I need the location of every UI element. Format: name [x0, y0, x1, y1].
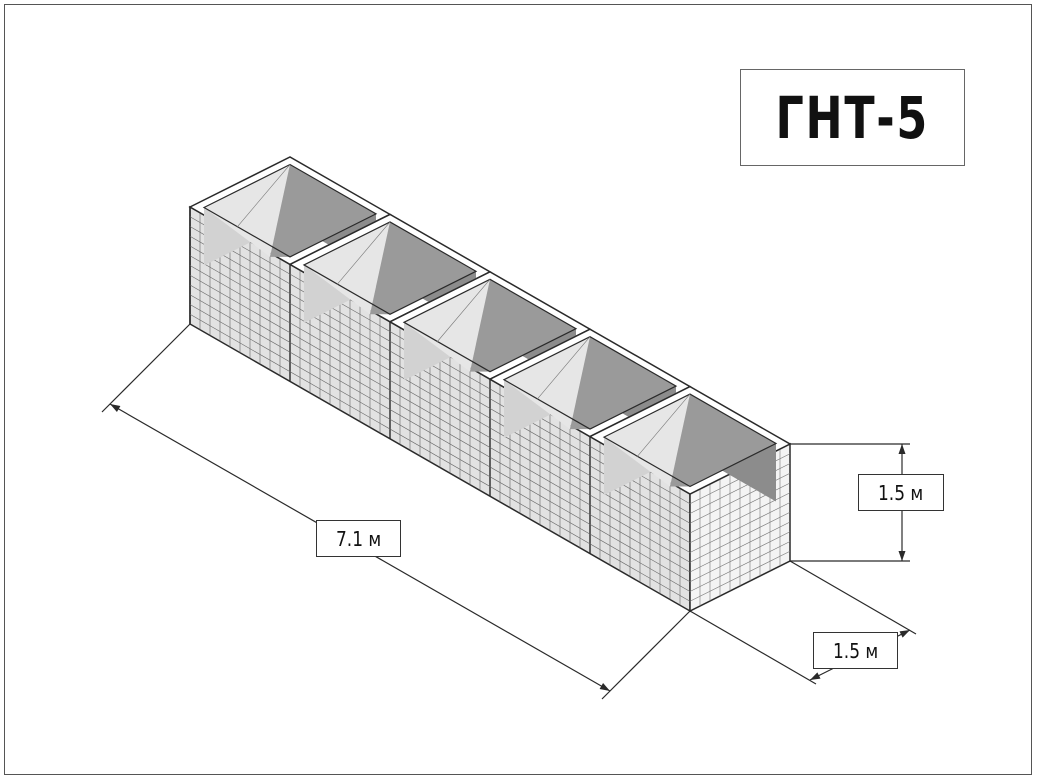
mesh-line — [689, 492, 791, 544]
inner-edge — [436, 279, 491, 343]
mesh-line — [689, 502, 791, 553]
mesh-line — [689, 511, 791, 563]
cell-opening — [602, 393, 778, 488]
inner-edge — [636, 393, 691, 457]
dimension-arrowhead — [898, 444, 906, 454]
inner-light-triangle — [204, 164, 290, 257]
mesh-line — [689, 541, 791, 592]
dimension-arrowhead — [899, 630, 910, 638]
mesh-line — [689, 521, 791, 573]
width-extension-line — [689, 610, 817, 685]
mesh-line — [189, 304, 691, 592]
length-dimension-label: 7.1 м — [316, 520, 401, 557]
dimension-arrowhead — [810, 672, 821, 680]
width-dimension-label: 1.5 м — [813, 632, 898, 669]
mesh-line — [189, 255, 691, 544]
width-value: 1.5 м — [832, 638, 879, 663]
length-value: 7.1 м — [335, 526, 382, 551]
mesh-line — [189, 284, 691, 573]
inner-shadow — [270, 164, 376, 257]
mesh-line — [189, 265, 691, 553]
inner-light-triangle — [604, 394, 690, 487]
cell-opening — [502, 336, 678, 430]
cell-opening — [302, 221, 478, 315]
length-extension-line — [101, 323, 191, 413]
mesh-line — [689, 531, 791, 583]
inner-shadow — [570, 336, 676, 430]
inner-shadow — [670, 394, 776, 487]
mesh-line — [189, 313, 691, 602]
height-dimension-label: 1.5 м — [858, 474, 944, 511]
inner-shadow — [470, 279, 576, 372]
inner-light-triangle — [304, 221, 390, 315]
inner-light-triangle — [504, 336, 590, 430]
inner-edge — [236, 164, 291, 228]
inner-light-triangle — [404, 279, 490, 372]
mesh-line — [689, 550, 791, 602]
mesh-line — [189, 294, 691, 583]
cell-opening — [402, 278, 578, 373]
dimension-arrowhead — [599, 682, 610, 691]
inner-edge — [536, 336, 591, 400]
inner-shadow — [370, 221, 476, 315]
width-extension-line — [789, 560, 917, 635]
drawing-frame — [4, 4, 1032, 775]
mesh-line — [189, 274, 691, 563]
length-extension-line — [601, 610, 691, 700]
cell-opening — [202, 163, 378, 258]
height-value: 1.5 м — [878, 480, 924, 505]
product-title: ГНТ-5 — [775, 83, 930, 152]
dimension-arrowhead — [898, 551, 906, 561]
dimension-arrowhead — [110, 404, 121, 413]
title-box: ГНТ-5 — [740, 69, 965, 166]
inner-edge — [336, 221, 391, 285]
